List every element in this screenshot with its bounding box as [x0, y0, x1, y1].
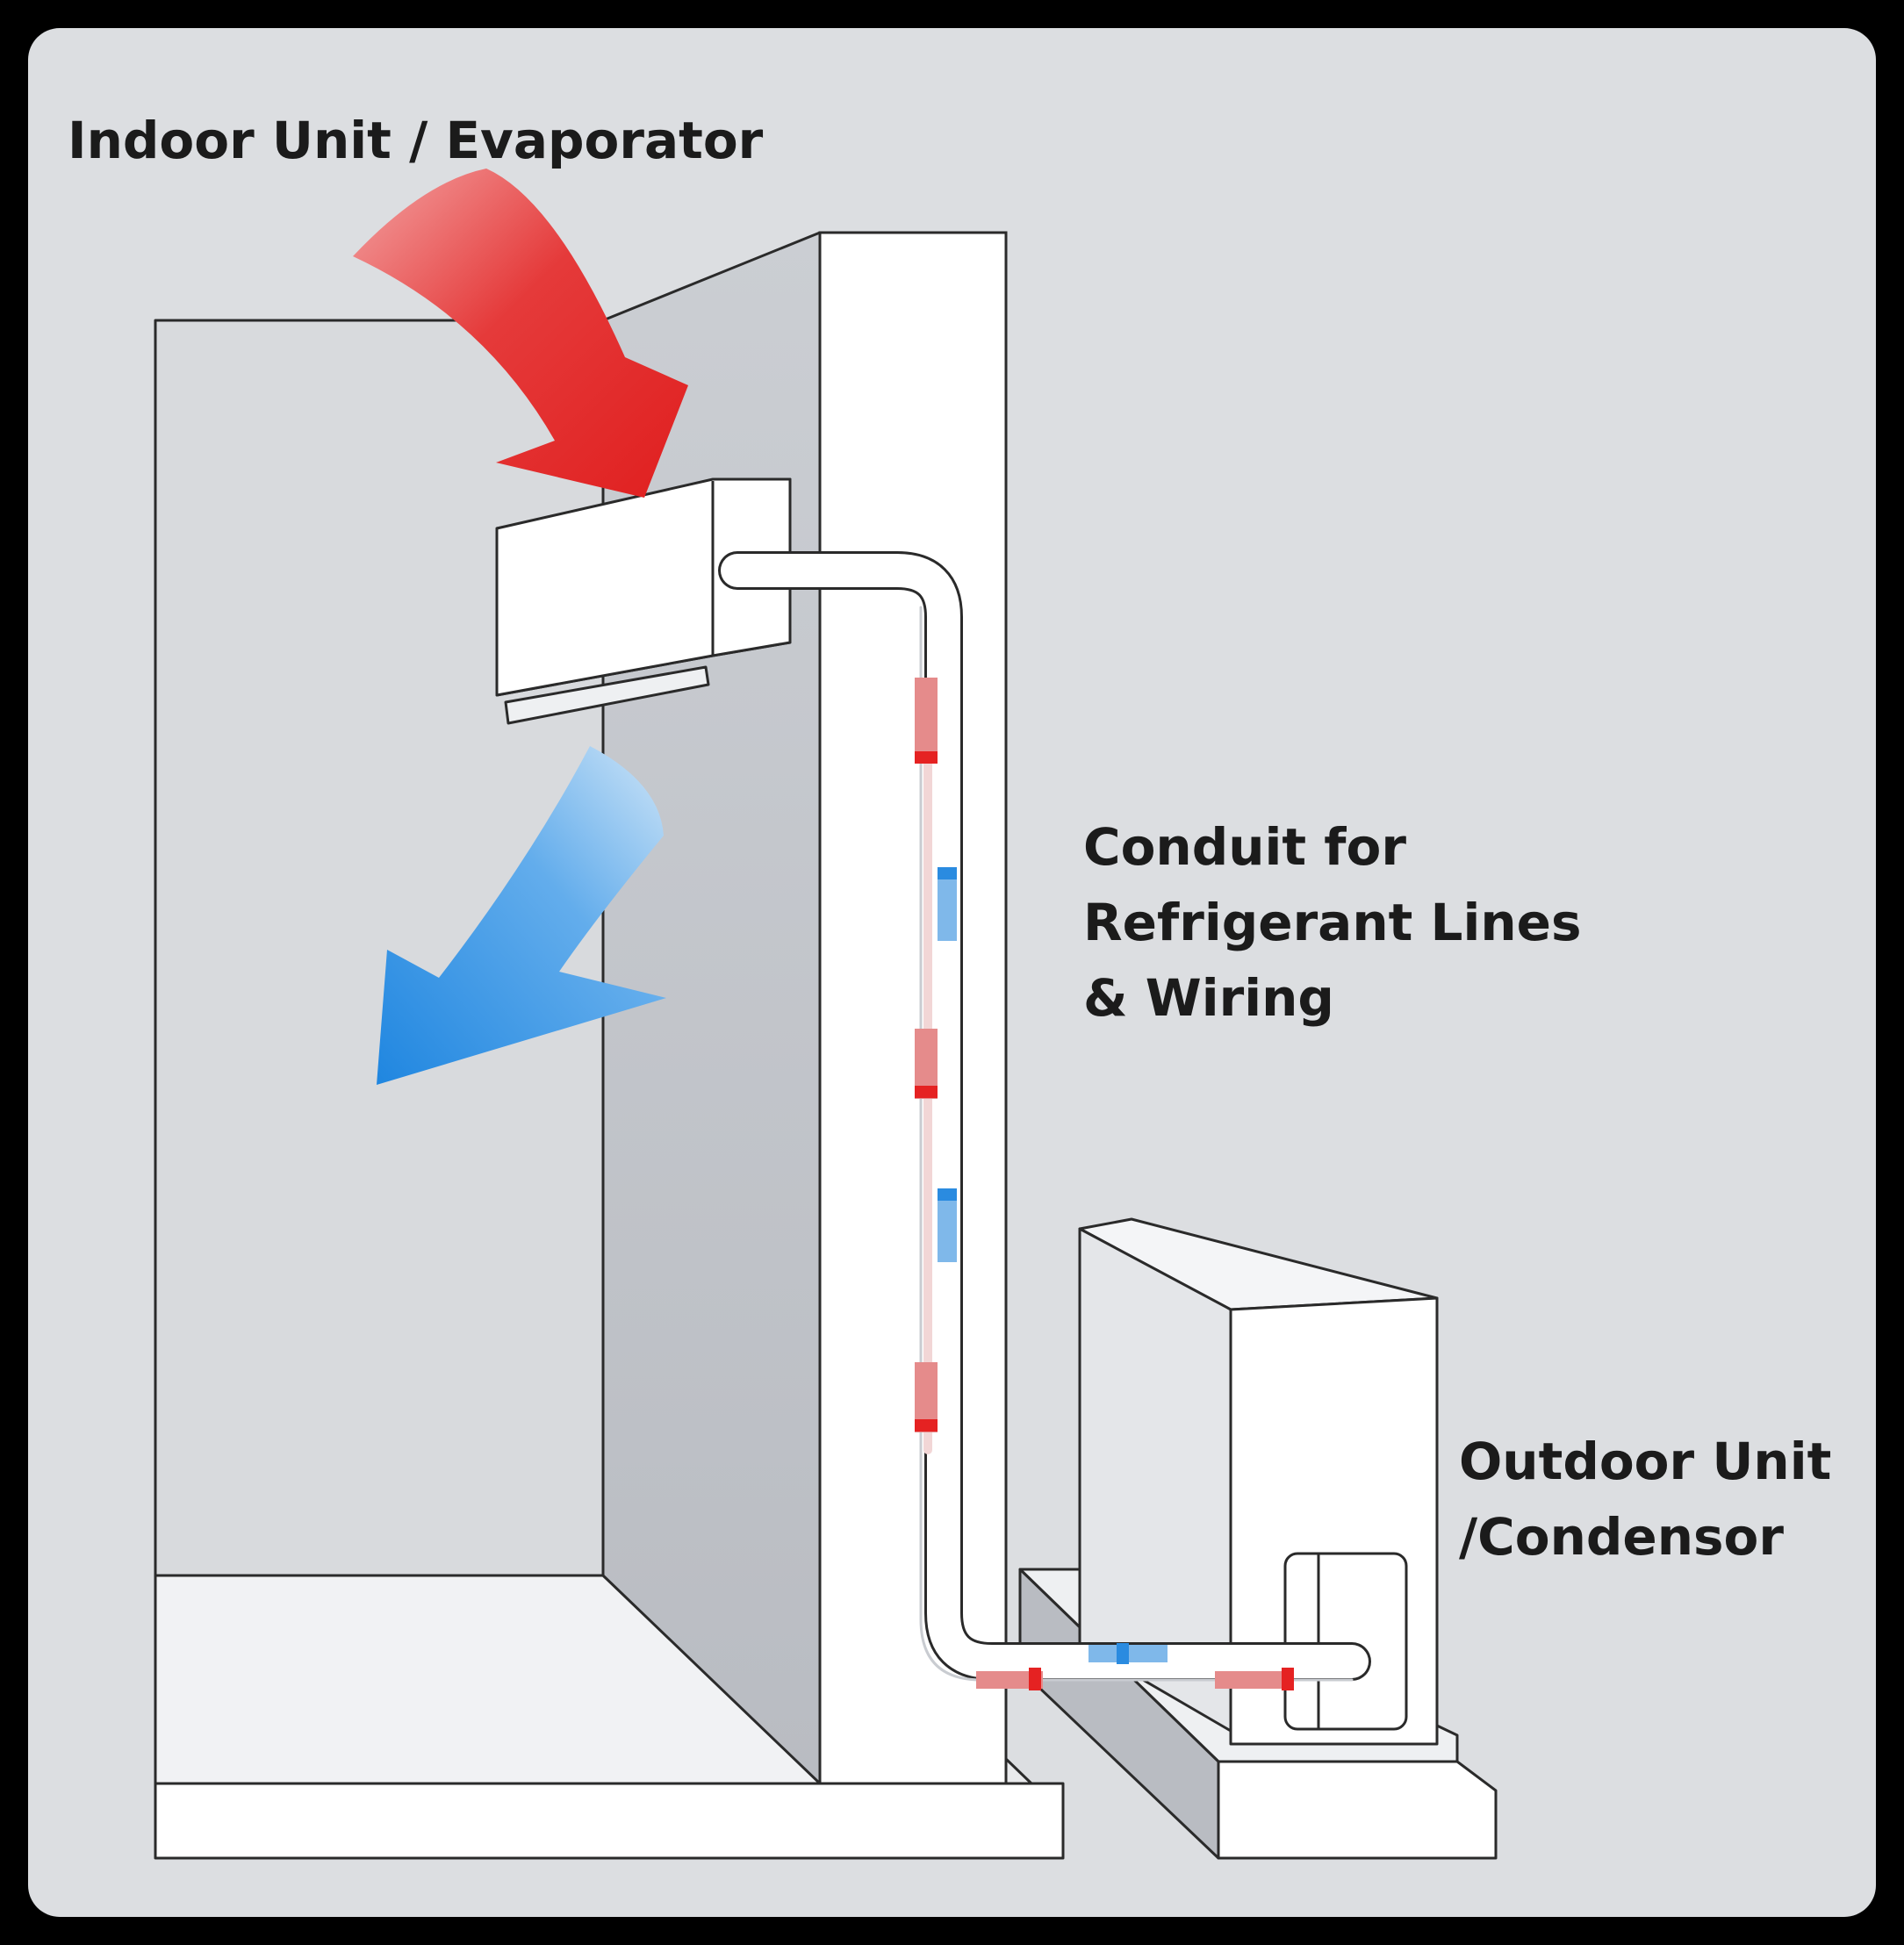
outdoor-label-line1: Outdoor Unit — [1459, 1432, 1832, 1491]
service-valve-cover — [1283, 1552, 1408, 1731]
floor-slab — [154, 1757, 1065, 1860]
indoor-unit-label: Indoor Unit / Evaporator — [68, 111, 764, 170]
blue-arrow-icon — [377, 746, 666, 1085]
conduit-label-line1: Conduit for — [1083, 817, 1406, 877]
conduit-label-line3: & Wiring — [1083, 968, 1334, 1028]
ac-diagram — [28, 28, 1876, 1917]
outdoor-label-line2: /Condensor — [1459, 1507, 1785, 1567]
line-markings — [915, 678, 1294, 1690]
indoor-unit — [495, 477, 792, 725]
refrigerant-conduit — [718, 551, 1371, 1682]
red-arrow-icon — [353, 169, 688, 498]
diagram-frame: Indoor Unit / Evaporator Conduit for Ref… — [28, 28, 1876, 1917]
conduit-label-line2: Refrigerant Lines — [1083, 893, 1582, 952]
exterior-wall-edge — [818, 231, 1008, 1785]
outdoor-unit — [1078, 1217, 1439, 1746]
